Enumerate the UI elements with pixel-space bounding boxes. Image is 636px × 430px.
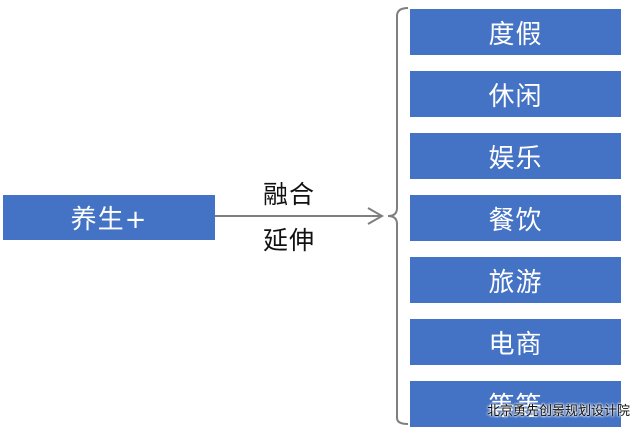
target-box: 餐饮 — [410, 195, 621, 241]
target-label: 旅游 — [488, 267, 543, 298]
target-box: 等等 — [410, 381, 621, 427]
target-box: 度假 — [410, 9, 621, 55]
target-box: 旅游 — [410, 257, 621, 303]
target-label: 等等 — [488, 391, 543, 422]
connector-label-bottom: 延伸 — [263, 226, 316, 255]
target-label: 娱乐 — [488, 143, 543, 174]
arrow-head — [367, 207, 385, 225]
source-label: 养生+ — [70, 205, 148, 235]
connector-label-top: 融合 — [263, 180, 316, 209]
watermark: 北京勇先创景规划设计院 — [486, 404, 630, 419]
target-label: 电商 — [488, 329, 543, 360]
target-box: 电商 — [410, 319, 621, 365]
target-box: 休闲 — [410, 71, 621, 117]
target-label: 度假 — [488, 19, 543, 50]
target-box: 娱乐 — [410, 133, 621, 179]
target-label: 餐饮 — [488, 205, 543, 236]
source-box: 养生+ — [3, 195, 215, 240]
target-label: 休闲 — [488, 81, 543, 112]
bracket — [387, 7, 409, 425]
